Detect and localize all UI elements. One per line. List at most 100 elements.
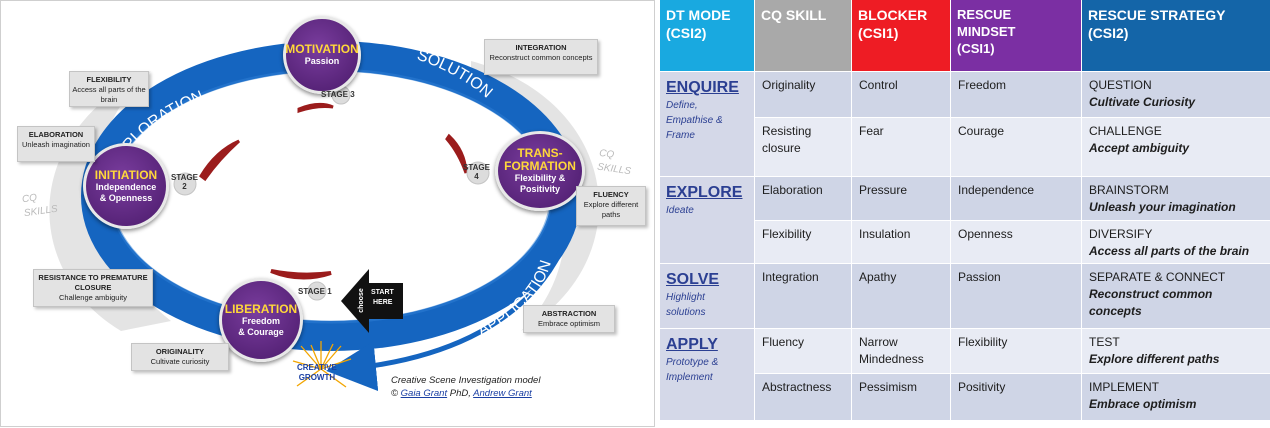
mode-solve: SOLVE Highlight solutions [660, 264, 754, 328]
skill-box-integration-title: INTEGRATION [515, 43, 567, 52]
table-cell-mindset: Flexibility [951, 329, 1081, 373]
stage-label-2-word: STAGE [171, 173, 198, 182]
node-motivation-sub: Passion [304, 56, 340, 66]
skill-text: Resisting closure [762, 124, 812, 155]
header-cq-skill-l1: CQ SKILL [761, 7, 827, 23]
skill-text: Fluency [762, 335, 805, 349]
skill-box-elaboration: ELABORATION Unleash imagination [17, 126, 95, 162]
stage-label-4-number: 4 [474, 172, 479, 181]
here-label: HERE [373, 299, 393, 306]
skill-box-resistance-title: RESISTANCE TO PREMATURE CLOSURE [38, 273, 148, 292]
skill-text: Flexibility [762, 227, 812, 241]
mindset-text: Openness [958, 227, 1013, 241]
skill-box-originality-title: ORIGINALITY [155, 347, 205, 356]
header-rescue-strategy-l2: (CSI2) [1088, 25, 1129, 41]
header-dt-mode: DT MODE (CSI2) [660, 0, 754, 71]
csi-model-diagram: EXPLORATION SOLUTION ENQUIRY APPLICATION… [0, 0, 655, 427]
cq-skills-right: CQ SKILLS [596, 147, 633, 179]
header-blocker-l1: BLOCKER [858, 7, 928, 23]
start-here-arrow [341, 269, 403, 333]
blocker-text: Pessimism [859, 380, 918, 394]
node-transformation-title-1: TRANS- [517, 146, 563, 160]
credit-line-1: Creative Scene Investigation model [391, 375, 541, 386]
table-cell-blocker: Control [852, 72, 950, 117]
header-cq-skill: CQ SKILL [755, 0, 851, 71]
mode-solve-name: SOLVE [666, 271, 720, 288]
stage-label-3: STAGE 3 [321, 90, 355, 99]
header-rescue-strategy-l1: RESCUE STRATEGY [1088, 7, 1226, 23]
blocker-text: Insulation [859, 227, 911, 241]
skill-box-flexibility: FLEXIBILITY Access all parts of the brai… [69, 71, 149, 107]
cq-skills-right-l2: SKILLS [596, 161, 632, 178]
node-transformation-sub-2: Positivity [519, 184, 560, 194]
mode-solve-desc-2: solutions [666, 307, 706, 318]
skill-text: Integration [762, 270, 819, 284]
strategy-description: Unleash your imagination [1089, 200, 1236, 214]
credit-copyright: © [391, 388, 398, 399]
credit-author-1[interactable]: Gaia Grant [400, 388, 448, 399]
header-rescue-mindset: RESCUE MINDSET (CSI1) [951, 0, 1081, 71]
header-dt-mode-l2: (CSI2) [666, 25, 707, 41]
skill-box-flexibility-title: FLEXIBILITY [86, 75, 132, 84]
creative-growth-l1: CREATIVE [297, 363, 337, 372]
skill-box-abstraction: ABSTRACTION Embrace optimism [523, 305, 615, 333]
table-cell-mindset: Independence [951, 177, 1081, 220]
stage-mark-1 [270, 269, 332, 280]
node-initiation-sub-1: Independence [95, 181, 157, 192]
skill-text: Elaboration [762, 183, 823, 197]
skill-box-fluency-title: FLUENCY [593, 190, 629, 199]
header-rescue-mindset-l3: (CSI1) [957, 41, 995, 56]
blocker-text: Control [859, 78, 898, 92]
stage-label-1: STAGE 1 [298, 287, 332, 296]
mode-explore: EXPLORE Ideate [660, 177, 754, 263]
table-cell-skill: Originality [755, 72, 851, 117]
skill-box-resistance-text: Challenge ambiguity [59, 293, 127, 302]
skill-box-originality: ORIGINALITY Cultivate curiosity [131, 343, 229, 371]
creative-growth-label: CREATIVE GROWTH [297, 363, 337, 383]
table-cell-mindset: Positivity [951, 374, 1081, 420]
skill-box-integration-text: Reconstruct common concepts [489, 53, 593, 62]
skill-box-fluency: FLUENCY Explore different paths [576, 186, 646, 226]
mode-enquire-desc-1: Define, [666, 100, 698, 111]
creative-growth-burst [292, 341, 352, 388]
cq-skills-left-l2: SKILLS [23, 203, 59, 220]
table-cell-skill: Integration [755, 264, 851, 328]
header-rescue-mindset-l2: MINDSET [957, 24, 1016, 39]
credit-phd: PhD, [449, 388, 471, 399]
stage-label-2-number: 2 [182, 182, 187, 191]
blocker-text: Fear [859, 124, 884, 138]
strategy-title: DIVERSIFY [1089, 227, 1153, 241]
strategy-title: BRAINSTORM [1089, 183, 1169, 197]
skill-box-elaboration-title: ELABORATION [28, 130, 84, 139]
skill-text: Abstractness [762, 380, 832, 394]
rescue-strategy-table: DT MODE (CSI2) CQ SKILL BLOCKER (CSI1) R… [660, 0, 1270, 427]
strategy-description: Reconstruct common concepts [1089, 287, 1213, 318]
skill-box-elaboration-text: Unleash imagination [22, 140, 90, 149]
mindset-text: Courage [958, 124, 1005, 138]
cq-skills-left-l1: CQ [21, 192, 38, 206]
mindset-text: Passion [958, 270, 1001, 284]
strategy-description: Access all parts of the brain [1089, 244, 1250, 258]
table-cell-blocker: Pressure [852, 177, 950, 220]
strategy-description: Explore different paths [1089, 352, 1220, 366]
skill-box-abstraction-title: ABSTRACTION [541, 309, 597, 318]
blocker-text: Pressure [859, 183, 908, 197]
mode-enquire-name: ENQUIRE [666, 79, 739, 96]
strategy-title: TEST [1089, 335, 1120, 349]
mode-apply-desc-1: Prototype & [666, 357, 719, 368]
table-cell-skill: Resisting closure [755, 118, 851, 176]
stage-mark-4 [445, 133, 468, 174]
table-cell-mindset: Openness [951, 221, 1081, 263]
table-cell-mindset: Passion [951, 264, 1081, 328]
mode-apply: APPLY Prototype & Implement [660, 329, 754, 420]
credit-author-2[interactable]: Andrew Grant [473, 388, 532, 399]
strategy-title: CHALLENGE [1089, 124, 1162, 138]
cq-skills-left: CQ SKILLS [21, 189, 58, 221]
mode-apply-name: APPLY [666, 336, 718, 353]
node-liberation: LIBERATION Freedom & Courage [219, 278, 303, 362]
skill-box-resistance: RESISTANCE TO PREMATURE CLOSURE Challeng… [33, 269, 153, 307]
skill-box-flexibility-text: Access all parts of the brain [72, 85, 146, 104]
stage-mark-3 [297, 102, 334, 114]
